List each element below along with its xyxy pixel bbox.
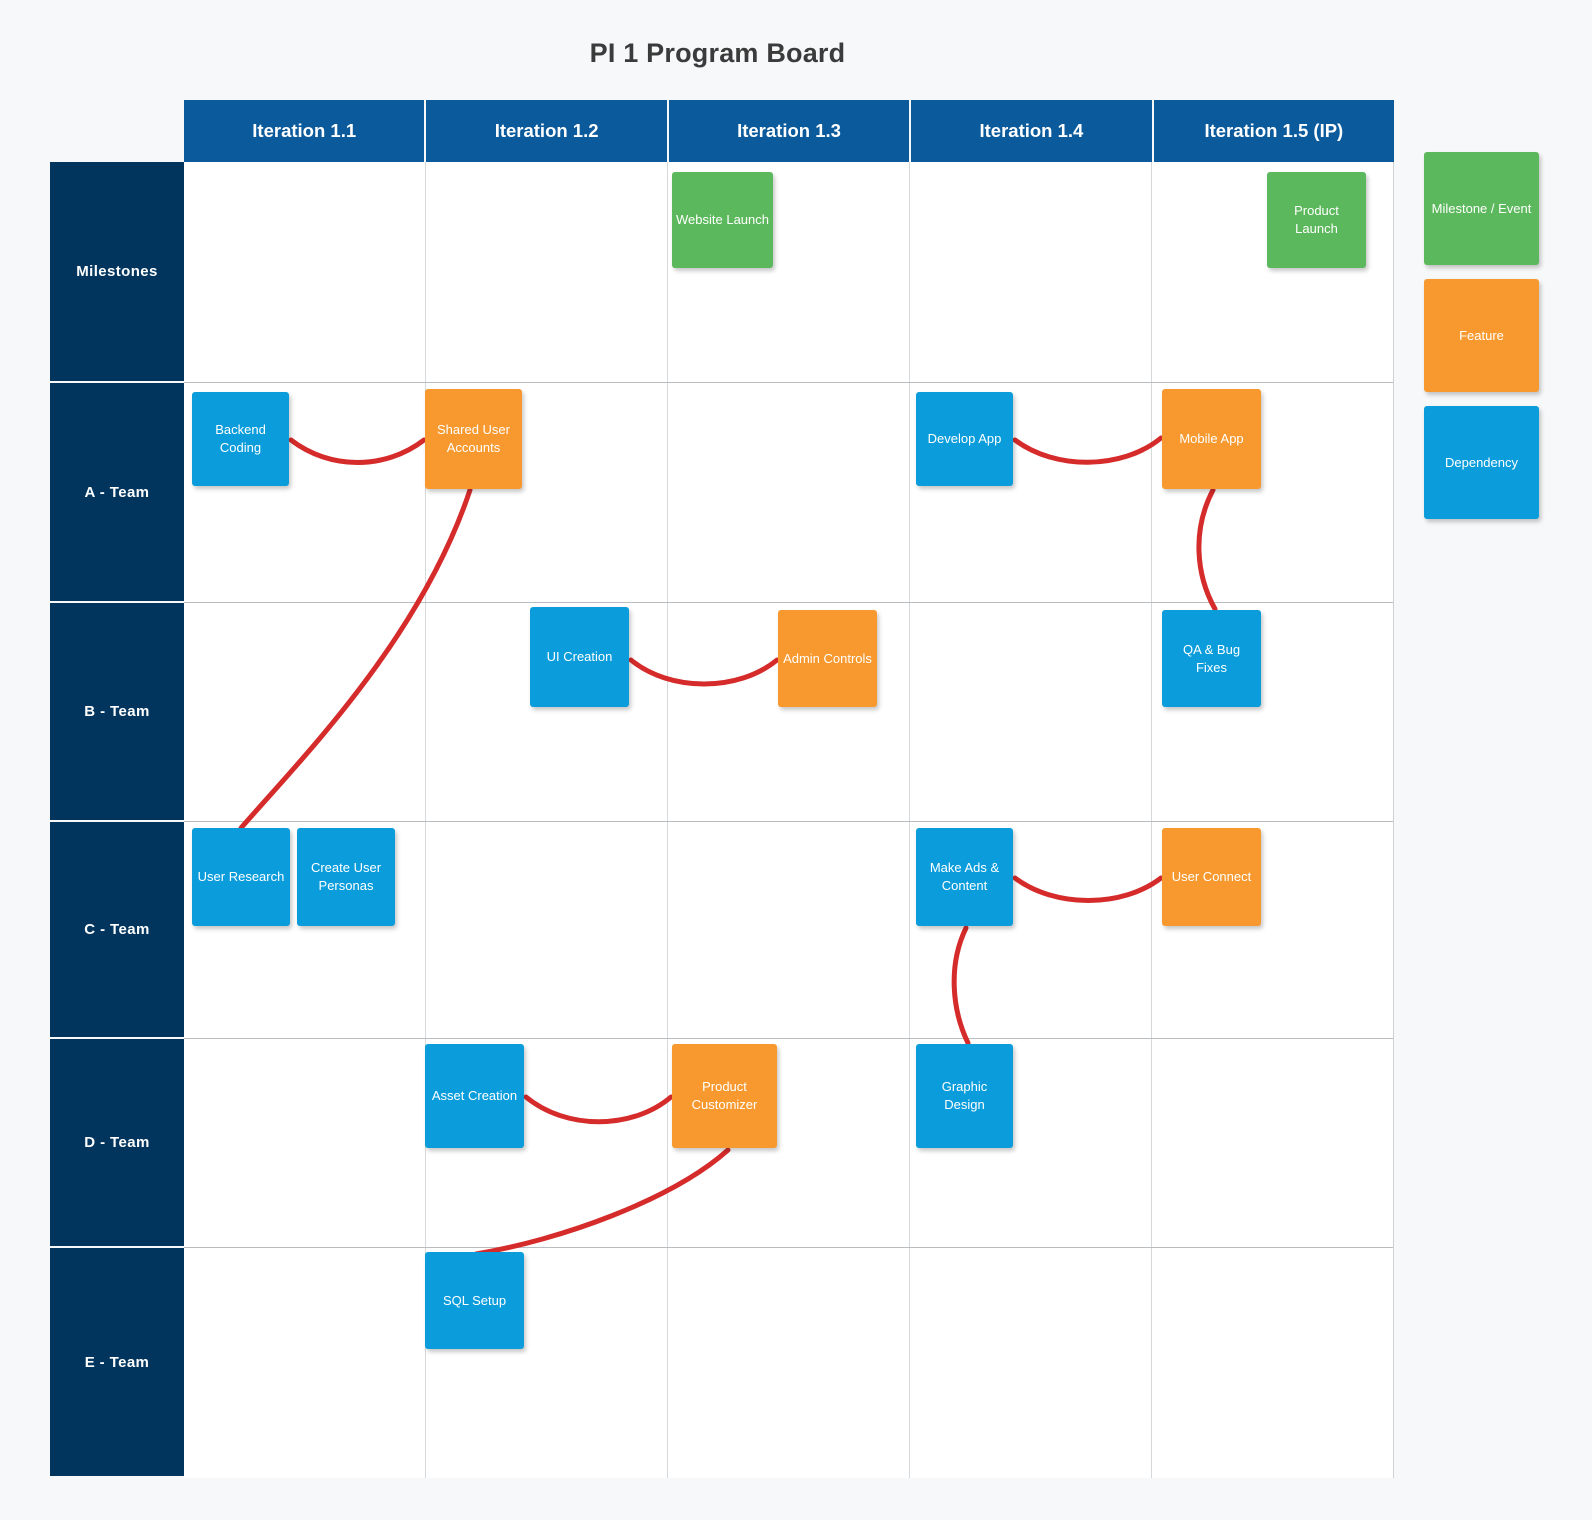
card-label: Asset Creation — [431, 1088, 518, 1104]
grid-row-c-team — [184, 822, 1393, 1039]
column-header-iteration-1-2[interactable]: Iteration 1.2 — [426, 100, 669, 162]
grid-cell-milestones-iteration-1-2[interactable] — [426, 162, 668, 382]
row-label-text: A - Team — [84, 483, 150, 501]
card-mobile-app[interactable]: Mobile App — [1162, 389, 1261, 489]
card-label: Make Ads & Content — [929, 860, 1000, 893]
grid-cell-b-team-iteration-1-2[interactable] — [426, 603, 668, 821]
card-label: Mobile App — [1179, 431, 1244, 447]
card-user-research[interactable]: User Research — [192, 828, 290, 926]
card-label: Admin Controls — [783, 650, 872, 666]
card-label: Backend Coding — [215, 422, 266, 455]
legend-item-label: Feature — [1459, 327, 1504, 343]
page-title: PI 1 Program Board — [589, 38, 846, 68]
grid-cell-d-team-iteration-1-1[interactable] — [184, 1039, 426, 1247]
card-label: Shared User Accounts — [437, 422, 510, 455]
card-label: Graphic Design — [941, 1079, 988, 1112]
column-header-label: Iteration 1.3 — [737, 120, 841, 141]
card-product-customizer[interactable]: Product Customizer — [672, 1044, 777, 1148]
column-header-row: Iteration 1.1 Iteration 1.2 Iteration 1.3 I… — [184, 100, 1395, 162]
row-label-text: C - Team — [84, 921, 150, 938]
card-label: UI Creation — [546, 649, 613, 665]
card-asset-creation[interactable]: Asset Creation — [425, 1044, 524, 1148]
legend-item-milestone-event[interactable]: Milestone / Event — [1424, 152, 1539, 265]
row-label-a-team[interactable]: A - Team — [50, 383, 184, 603]
card-label: Website Launch — [676, 212, 769, 228]
grid-cell-a-team-iteration-1-2[interactable] — [426, 383, 668, 602]
grid-cell-d-team-iteration-1-4[interactable] — [910, 1039, 1152, 1247]
grid-cell-e-team-iteration-1-3[interactable] — [668, 1248, 910, 1478]
card-shared-user-accounts[interactable]: Shared User Accounts — [425, 389, 522, 489]
grid-cell-a-team-iteration-1-3[interactable] — [668, 383, 910, 602]
grid-cell-a-team-iteration-1-4[interactable] — [910, 383, 1152, 602]
row-label-milestones[interactable]: Milestones — [50, 162, 184, 383]
card-create-user-personas[interactable]: Create User Personas — [297, 828, 395, 926]
row-label-column: Milestones A - Team B - Team C - Team D - Te… — [50, 162, 184, 1478]
card-label: Create User Personas — [310, 860, 382, 893]
card-label: QA & Bug Fixes — [1182, 641, 1241, 675]
grid-cell-e-team-iteration-1-5-ip[interactable] — [1152, 1248, 1393, 1478]
grid-cell-e-team-iteration-1-4[interactable] — [910, 1248, 1152, 1478]
column-header-iteration-1-5-ip[interactable]: Iteration 1.5 (IP) — [1153, 100, 1395, 162]
grid-cell-milestones-iteration-1-3[interactable] — [668, 162, 910, 382]
grid-cell-c-team-iteration-1-4[interactable] — [910, 822, 1152, 1038]
grid-cell-d-team-iteration-1-2[interactable] — [426, 1039, 668, 1247]
grid-cell-c-team-iteration-1-1[interactable] — [184, 822, 426, 1038]
row-label-d-team[interactable]: D - Team — [50, 1039, 184, 1248]
card-label: User Research — [197, 869, 285, 885]
row-label-text: Milestones — [76, 263, 158, 280]
column-header-label: Iteration 1.4 — [979, 120, 1084, 141]
legend-item-label: Dependency — [1445, 454, 1518, 470]
column-header-label: Iteration 1.5 (IP) — [1204, 120, 1344, 141]
column-header-label: Iteration 1.1 — [252, 120, 357, 141]
grid-cell-c-team-iteration-1-2[interactable] — [426, 822, 668, 1038]
row-label-text: B - Team — [84, 703, 150, 720]
column-header-iteration-1-1[interactable]: Iteration 1.1 — [184, 100, 427, 162]
card-label: Develop App — [927, 431, 1002, 447]
card-product-launch[interactable]: Product Launch — [1267, 172, 1366, 268]
card-label: SQL Setup — [442, 1292, 507, 1308]
card-ui-creation[interactable]: UI Creation — [530, 607, 629, 707]
column-header-iteration-1-3[interactable]: Iteration 1.3 — [668, 100, 912, 162]
card-develop-app[interactable]: Develop App — [916, 392, 1013, 486]
board-grid: Iteration 1.1 Iteration 1.2 Iteration 1.3 I… — [50, 100, 1395, 1478]
card-user-connect[interactable]: User Connect — [1162, 828, 1261, 926]
card-sql-setup[interactable]: SQL Setup — [425, 1252, 524, 1349]
grid-cell-d-team-iteration-1-5-ip[interactable] — [1152, 1039, 1393, 1247]
card-graphic-design[interactable]: Graphic Design — [916, 1044, 1013, 1148]
grid-cell-e-team-iteration-1-1[interactable] — [184, 1248, 426, 1478]
card-website-launch[interactable]: Website Launch — [672, 172, 773, 268]
row-label-e-team[interactable]: E - Team — [50, 1248, 184, 1478]
grid-row-milestones — [184, 162, 1393, 383]
grid-row-d-team — [184, 1039, 1393, 1248]
row-label-text: D - Team — [84, 1134, 150, 1151]
grid-cell-milestones-iteration-1-1[interactable] — [184, 162, 426, 382]
column-header-label: Iteration 1.2 — [494, 120, 599, 141]
grid-cell-b-team-iteration-1-1[interactable] — [184, 603, 426, 821]
card-qa-bug-fixes[interactable]: QA & Bug Fixes — [1162, 610, 1261, 707]
card-backend-coding[interactable]: Backend Coding — [192, 392, 289, 486]
row-label-text: E - Team — [84, 1353, 150, 1371]
grid-row-e-team — [184, 1248, 1393, 1478]
legend-item-feature[interactable]: Feature — [1424, 279, 1539, 392]
card-label: Product Launch — [1294, 203, 1339, 236]
grid-cell-c-team-iteration-1-3[interactable] — [668, 822, 910, 1038]
card-admin-controls[interactable]: Admin Controls — [778, 610, 877, 707]
card-label: User Connect — [1171, 869, 1252, 885]
card-make-ads-content[interactable]: Make Ads & Content — [916, 828, 1013, 926]
legend-item-dependency[interactable]: Dependency — [1424, 406, 1539, 519]
grid-cell-e-team-iteration-1-2[interactable] — [426, 1248, 668, 1478]
row-label-c-team[interactable]: C - Team — [50, 822, 184, 1039]
row-label-b-team[interactable]: B - Team — [50, 603, 184, 822]
legend-item-label: Milestone / Event — [1431, 200, 1532, 216]
grid-cell-milestones-iteration-1-4[interactable] — [910, 162, 1152, 382]
grid-cell-b-team-iteration-1-3[interactable] — [668, 603, 910, 821]
card-label: Product Customizer — [691, 1079, 758, 1112]
column-header-iteration-1-4[interactable]: Iteration 1.4 — [911, 100, 1154, 162]
grid-cell-b-team-iteration-1-4[interactable] — [910, 603, 1152, 821]
grid-cell-d-team-iteration-1-3[interactable] — [668, 1039, 910, 1247]
cell-matrix — [184, 162, 1394, 1478]
